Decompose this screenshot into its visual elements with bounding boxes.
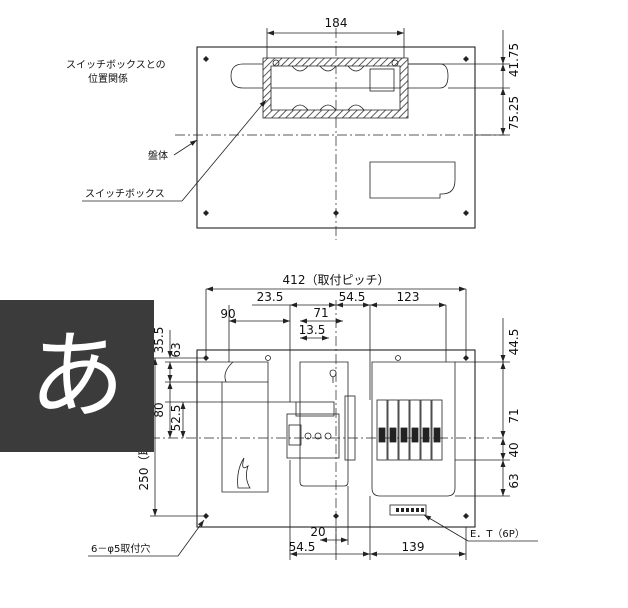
meter-box-top	[295, 401, 335, 417]
label-body: 盤体	[148, 149, 168, 162]
breaker-row	[376, 399, 443, 461]
dim-80: 80	[152, 402, 166, 417]
center-component-outline	[299, 361, 349, 487]
bottom-view: 412（取付ピッチ） 23.5 54.5 123 90 71 13.5 250（…	[88, 273, 538, 560]
meter-side-bracket	[344, 395, 356, 461]
dim-54-5-bottom: 54.5	[289, 540, 316, 554]
dim-63-left: 63	[169, 342, 183, 357]
switch-box-inner-plate	[369, 68, 395, 92]
mount-hole-icon	[463, 210, 469, 216]
left-component-hook	[224, 361, 234, 383]
top-mount-marks	[203, 56, 469, 216]
top-view: 184 41.75 75.25 スイッチボックスとの 位置関係 盤体 スイッチボ…	[66, 16, 521, 240]
dim-44-5: 44.5	[507, 329, 521, 356]
center-keyhole-icon	[329, 369, 337, 383]
label-relation: スイッチボックスとの	[66, 59, 166, 71]
dim-54-5-top: 54.5	[339, 290, 366, 304]
screw-icon	[265, 355, 271, 361]
meter-knob-icon	[314, 432, 322, 440]
dim-top-right-upper: 41.75	[507, 43, 521, 77]
meter-box-screen	[288, 424, 302, 446]
dim-13-5: 13.5	[299, 323, 326, 337]
top-lower-cutout	[369, 161, 456, 199]
dim-71-right: 71	[507, 408, 521, 423]
label-et: E．T（6P）	[470, 528, 525, 540]
hiragana-a-icon: あ	[29, 320, 125, 432]
screw-icon	[272, 59, 280, 67]
et-terminal-pins	[396, 508, 424, 512]
screw-icon	[391, 59, 399, 67]
dim-123: 123	[397, 290, 420, 304]
mount-hole-icon	[203, 56, 209, 62]
dim-23-5: 23.5	[257, 290, 284, 304]
label-switch-box: スイッチボックス	[85, 188, 165, 200]
top-slot-outline	[230, 63, 449, 89]
dim-35-5: 35.5	[152, 327, 166, 354]
meter-knob-icon	[324, 432, 332, 440]
mount-hole-icon	[463, 56, 469, 62]
dim-20: 20	[310, 525, 325, 539]
dim-63-right: 63	[507, 473, 521, 488]
mount-hole-icon	[333, 210, 339, 216]
label-relation-line2: 位置関係	[88, 72, 128, 85]
meter-knob-icon	[304, 432, 312, 440]
breaker-panel-outline	[371, 361, 456, 497]
switch-box-hatched	[262, 57, 409, 119]
dim-52-5: 52.5	[169, 405, 183, 432]
left-component-flame	[237, 457, 251, 489]
screw-icon	[395, 355, 401, 361]
dim-71-top: 71	[313, 306, 328, 320]
label-holes: 6－φ5取付穴	[91, 542, 150, 555]
dim-top-width: 184	[325, 16, 348, 30]
dim-top-right-lower: 75.25	[507, 96, 521, 130]
dim-139: 139	[402, 540, 425, 554]
dim-40: 40	[507, 442, 521, 457]
dim-pitch: 412（取付ピッチ）	[283, 273, 390, 287]
dim-90: 90	[220, 307, 235, 321]
hiragana-badge: あ	[0, 300, 154, 452]
left-component-outline	[221, 361, 269, 493]
meter-box	[286, 413, 340, 459]
switch-box-bumps	[291, 65, 365, 111]
mount-hole-icon	[203, 210, 209, 216]
et-terminal	[389, 504, 427, 516]
